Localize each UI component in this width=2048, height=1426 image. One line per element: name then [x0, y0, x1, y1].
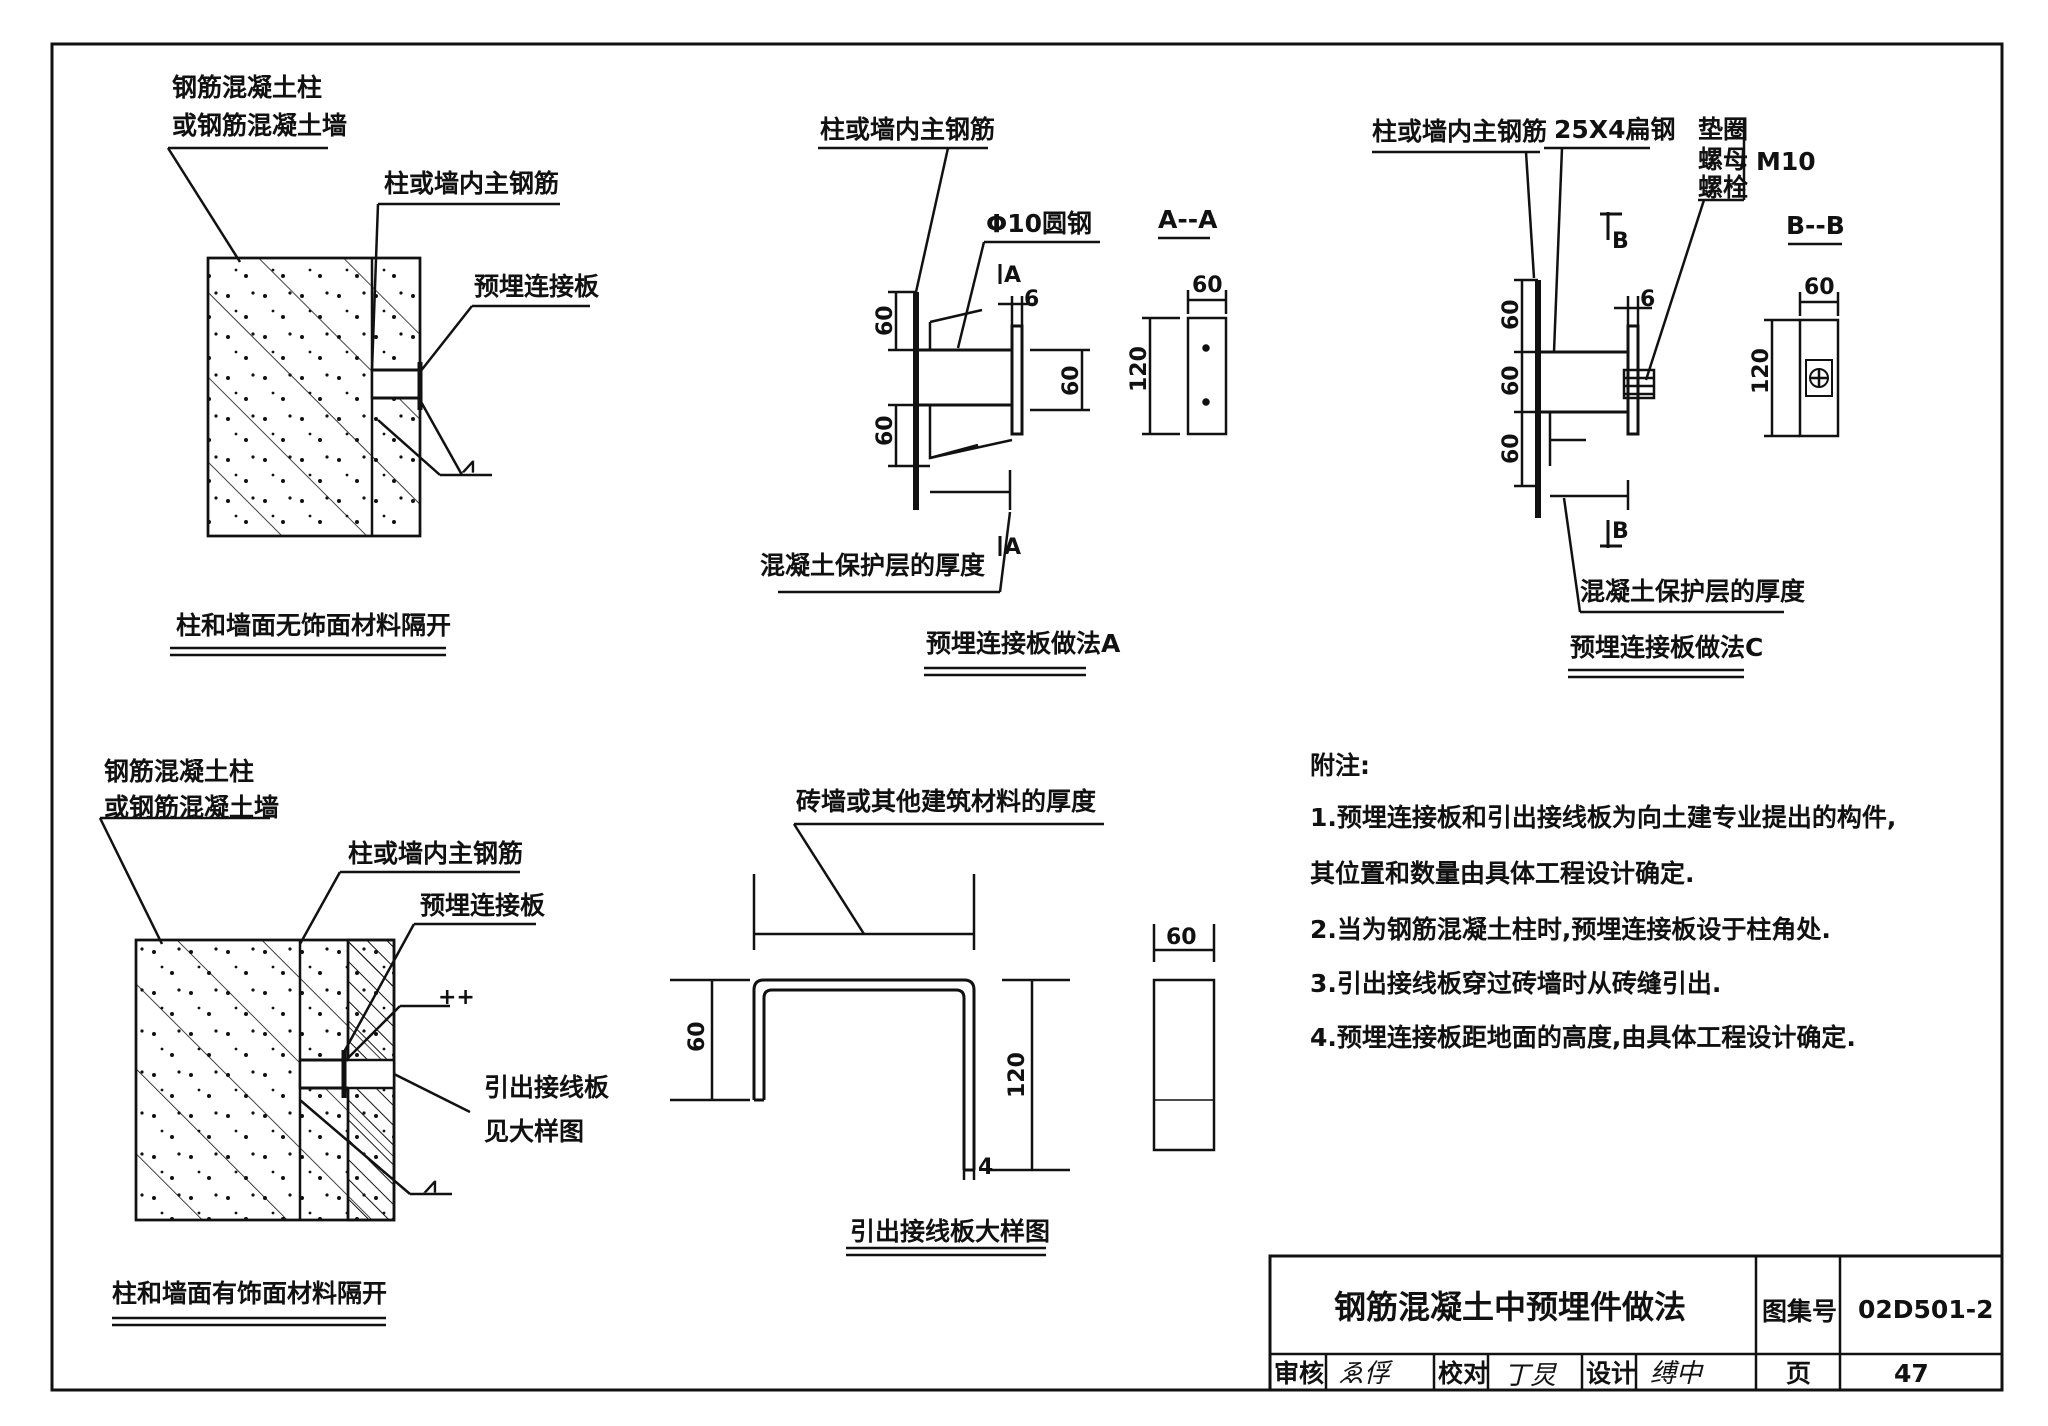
detail-side-width: 60 [1166, 925, 1197, 950]
drawing-title: 钢筋混凝土中预埋件做法 [1334, 1288, 1686, 1326]
view-2-with-finish: ⩘ ++ [98, 816, 536, 1327]
v2-rebar-label: 柱或墙内主钢筋 [348, 839, 523, 868]
va-dim-bottom: 60 [873, 415, 898, 446]
vc-caption: 预埋连接板做法C [1570, 633, 1763, 662]
v1-rebar-label: 柱或墙内主钢筋 [384, 169, 559, 198]
va-section-height: 120 [1127, 346, 1152, 392]
view-c-detail [1372, 120, 1842, 679]
v2-column-label-line2: 或钢筋混凝土墙 [104, 793, 279, 822]
vc-dim-6: 6 [1640, 287, 1655, 312]
v2-column-label-line1: 钢筋混凝土柱 [104, 757, 254, 786]
v2-plate-label: 预埋连接板 [420, 891, 545, 920]
v1-column-label-line1: 钢筋混凝土柱 [172, 73, 322, 102]
v2-lead-label-line2: 见大样图 [484, 1117, 584, 1146]
lead-plate-detail [670, 822, 1216, 1257]
va-section-label: A--A [1158, 205, 1218, 234]
atlas-number-label: 图集号 [1762, 1297, 1837, 1326]
detail-dim-4: 4 [978, 1155, 993, 1180]
v1-caption: 柱和墙面无饰面材料隔开 [176, 611, 451, 640]
page-label: 页 [1786, 1359, 1811, 1388]
vc-section-mark-top: B [1612, 229, 1629, 254]
vc-section-width: 60 [1804, 275, 1835, 300]
vc-section-mark-bottom: B [1612, 519, 1629, 544]
check-signature: 丁炅 [1504, 1361, 1558, 1391]
va-cover-label: 混凝土保护层的厚度 [760, 551, 985, 580]
vc-rebar-label: 柱或墙内主钢筋 [1372, 117, 1547, 146]
detail-caption: 引出接线板大样图 [850, 1217, 1050, 1246]
review-signature: ゑ俘 [1338, 1359, 1393, 1389]
notes-block: 附注: 1.预埋连接板和引出接线板为向土建专业提出的构件, 其位置和数量由具体工… [1310, 751, 1896, 1052]
sheet-border [50, 42, 2004, 1392]
note-line-2: 其位置和数量由具体工程设计确定. [1310, 859, 1695, 888]
vc-section-height: 120 [1749, 348, 1774, 394]
v2-caption: 柱和墙面有饰面材料隔开 [112, 1279, 387, 1308]
check-label: 校对 [1438, 1359, 1488, 1388]
va-dim-top: 60 [873, 305, 898, 336]
v2-lead-label-line1: 引出接线板 [484, 1073, 609, 1102]
design-signature: 缚中 [1650, 1359, 1704, 1389]
vc-dim-2: 60 [1499, 365, 1524, 396]
note-line-4: 3.引出接线板穿过砖墙时从砖缝引出. [1310, 969, 1721, 998]
review-label: 审核 [1274, 1359, 1324, 1388]
detail-dim-60: 60 [685, 1021, 710, 1052]
view-a-detail [778, 146, 1228, 677]
va-section-mark-top: A [1004, 263, 1021, 288]
va-section-width: 60 [1192, 273, 1223, 298]
vc-dim-1: 60 [1499, 299, 1524, 330]
va-rebar-label: 柱或墙内主钢筋 [820, 115, 995, 144]
notes-heading: 附注: [1310, 751, 1370, 780]
vc-flat-steel-label: 25X4扁钢 [1554, 115, 1675, 144]
vc-dim-3: 60 [1499, 433, 1524, 464]
atlas-number: 02D501-2 [1858, 1295, 1994, 1324]
vc-section-label: B--B [1786, 211, 1845, 240]
design-label: 设计 [1586, 1359, 1636, 1388]
va-dim-6: 6 [1024, 287, 1039, 312]
detail-thickness-label: 砖墙或其他建筑材料的厚度 [796, 787, 1096, 816]
svg-text:⩘: ⩘ [423, 1173, 437, 1198]
weld-symbol: ⩘ [461, 453, 475, 478]
v1-plate-label: 预埋连接板 [474, 272, 599, 301]
va-section-mark-bottom: A [1004, 535, 1021, 560]
vc-nut-label: 螺母 [1698, 145, 1748, 174]
va-dim-mid: 60 [1059, 365, 1084, 396]
note-line-5: 4.预埋连接板距地面的高度,由具体工程设计确定. [1310, 1023, 1856, 1052]
view-1-no-finish: ⩘ [166, 146, 590, 657]
va-bar-label: Φ10圆钢 [986, 209, 1092, 238]
detail-dim-120: 120 [1005, 1052, 1030, 1098]
va-caption: 预埋连接板做法A [926, 629, 1121, 658]
vc-cover-label: 混凝土保护层的厚度 [1580, 577, 1805, 606]
note-line-1: 1.预埋连接板和引出接线板为向土建专业提出的构件, [1310, 803, 1896, 832]
note-line-3: 2.当为钢筋混凝土柱时,预埋连接板设于柱角处. [1310, 915, 1831, 944]
v1-column-label-line2: 或钢筋混凝土墙 [172, 111, 347, 140]
svg-text:++: ++ [438, 985, 475, 1010]
vc-washer-label: 垫圈 [1698, 115, 1748, 144]
page-number: 47 [1894, 1359, 1929, 1388]
vc-bolt-label: 螺栓 [1698, 173, 1748, 202]
title-block [1268, 1254, 2004, 1392]
vc-m10-label: M10 [1756, 147, 1816, 176]
